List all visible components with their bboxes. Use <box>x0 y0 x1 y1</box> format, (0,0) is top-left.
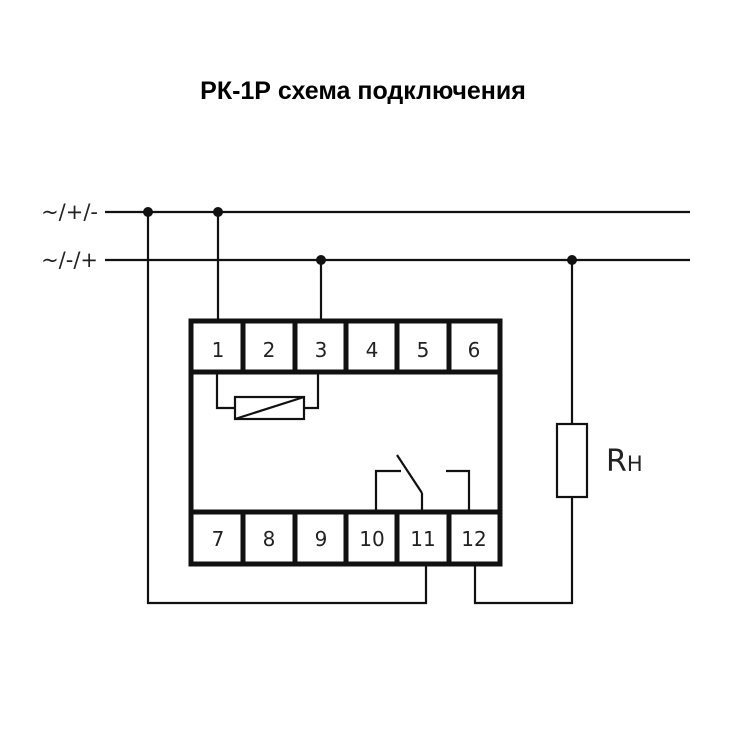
terminal-4: 4 <box>366 338 379 362</box>
terminal-12: 12 <box>461 527 486 551</box>
diagram-title: РК-1Р схема подключения <box>200 77 526 105</box>
terminal-10: 10 <box>359 527 384 551</box>
top-terminal-labels: 1 2 3 4 5 6 <box>212 338 481 362</box>
relay-coil <box>215 374 320 421</box>
terminal-5: 5 <box>417 338 430 362</box>
terminal-dividers <box>240 321 452 564</box>
terminal-1: 1 <box>212 338 225 362</box>
wire-to-terminal-11 <box>146 212 428 605</box>
wire-terminal-12-to-load <box>473 497 574 605</box>
terminal-7: 7 <box>212 527 225 551</box>
terminal-3: 3 <box>315 338 328 362</box>
bottom-terminal-labels: 7 8 9 10 11 12 <box>212 527 487 551</box>
relay-contact-switch <box>374 454 471 510</box>
terminal-8: 8 <box>263 527 276 551</box>
supply-line-1-label: ~/+/- <box>41 200 98 224</box>
terminal-2: 2 <box>263 338 276 362</box>
terminal-9: 9 <box>315 527 328 551</box>
supply-line-2-label: ~/-/+ <box>41 248 98 272</box>
load-resistor <box>555 422 589 499</box>
terminal-6: 6 <box>468 338 481 362</box>
terminal-11: 11 <box>410 527 435 551</box>
load-label: RH <box>606 444 643 479</box>
